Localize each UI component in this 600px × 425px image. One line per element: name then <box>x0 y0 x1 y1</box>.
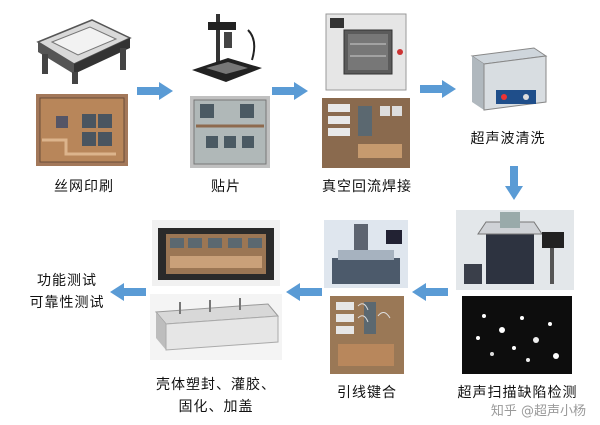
ultrasonic-cleaner-image <box>470 47 548 111</box>
vacuum-reflow-oven-image <box>325 13 407 91</box>
step-label: 超声波清洗 <box>470 131 546 147</box>
watermark: 知乎 @超声小杨 <box>490 404 586 419</box>
die-attach-substrate-image <box>190 96 270 168</box>
step-label: 真空回流焊接 <box>322 179 412 195</box>
arrow-right-2 <box>272 82 308 100</box>
step-label: 丝网印刷 <box>54 179 114 195</box>
scan-result-image <box>462 296 572 374</box>
arrow-down <box>505 166 523 200</box>
arrow-left-2 <box>286 283 322 301</box>
arrow-left-1 <box>412 283 448 301</box>
step-label-line1: 壳体塑封、灌胶、 <box>156 377 276 393</box>
step-label: 超声扫描缺陷检测 <box>457 385 578 401</box>
module-housing-image <box>150 294 282 360</box>
bonded-substrate-image <box>330 296 404 374</box>
reflowed-substrate-image <box>322 98 410 168</box>
module-internal-image <box>152 220 280 286</box>
acoustic-microscope-image <box>456 210 574 290</box>
step-label-line1: 功能测试 <box>37 273 97 289</box>
arrow-right-1 <box>137 82 173 100</box>
step-label-line2: 固化、加盖 <box>178 399 254 415</box>
die-attach-machine-image <box>192 14 262 82</box>
step-label: 贴片 <box>211 179 241 195</box>
screen-printer-image <box>36 19 132 84</box>
step-label-line2: 可靠性测试 <box>29 295 105 311</box>
printed-substrate-image <box>36 94 128 166</box>
arrow-right-3 <box>420 80 456 98</box>
wire-bonder-image <box>324 220 408 288</box>
step-label: 引线键合 <box>337 385 397 401</box>
arrow-left-3 <box>110 283 146 301</box>
